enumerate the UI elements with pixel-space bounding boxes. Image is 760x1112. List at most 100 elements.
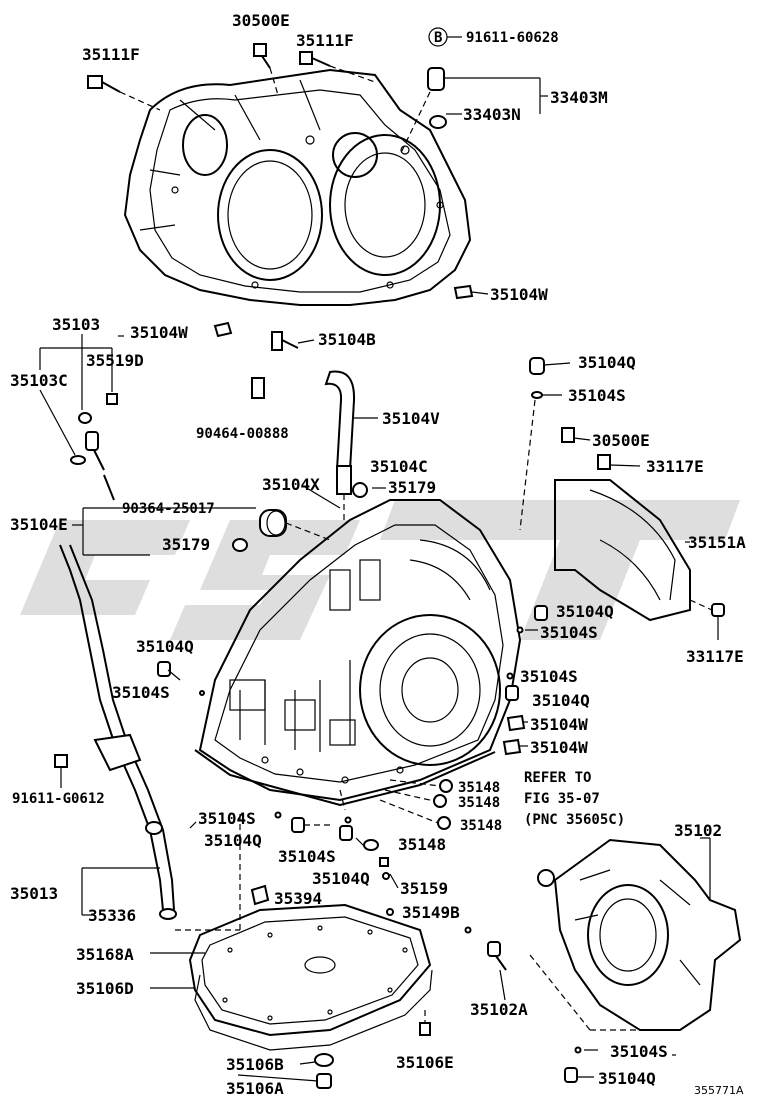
label-35104S-a: 35104S: [568, 386, 626, 405]
bolt-35111F-left: [87, 75, 161, 111]
label-35104S-d: 35104S: [520, 667, 578, 686]
label-35148-c: 35148: [460, 818, 502, 834]
label-30500E-right: 30500E: [592, 431, 650, 450]
label-33403M: 33403M: [550, 88, 608, 107]
plug-35148-d: [363, 839, 379, 851]
label-90364-25017: 90364-25017: [122, 501, 215, 517]
bolt-91611-G0612: [54, 754, 68, 768]
bolt-35102A: [487, 941, 501, 957]
transaxle-housing: [123, 68, 472, 306]
drain-plug-35106A: [316, 1073, 332, 1089]
part-35159: [379, 857, 389, 867]
label-35104Q-d: 35104Q: [532, 691, 590, 710]
label-35151A: 35151A: [688, 533, 746, 552]
fasteners-right-top: [519, 357, 641, 531]
plug-35104W-a: [453, 284, 474, 300]
label-35104Q-a: 35104Q: [578, 353, 636, 372]
label-35104Q-f: 35104Q: [312, 869, 370, 888]
filter-90364-25017: [259, 509, 331, 541]
label-33403N: 33403N: [463, 105, 521, 124]
label-35104V: 35104V: [382, 409, 440, 428]
label-35104S-e: 35104S: [198, 809, 256, 828]
label-35104Q-e: 35104Q: [204, 831, 262, 850]
dipstick-tube: [59, 544, 241, 931]
refer-note-line-3: (PNC 35605C): [524, 812, 625, 828]
label-35104B: 35104B: [318, 330, 376, 349]
label-33117E-a: 33117E: [646, 457, 704, 476]
breather-hose: [251, 331, 378, 520]
magnet-35106B: [314, 1053, 334, 1067]
refer-note-line-1: REFER TO: [524, 770, 591, 786]
label-35106E: 35106E: [396, 1053, 454, 1072]
label-35111F-right: 35111F: [296, 31, 354, 50]
label-35104S-f: 35104S: [278, 847, 336, 866]
label-35104S-c: 35104S: [112, 683, 170, 702]
label-35519D: 35519D: [86, 351, 144, 370]
figure-code: 355771A: [694, 1084, 744, 1097]
plug-35179-a: [352, 482, 368, 498]
label-35103C: 35103C: [10, 371, 68, 390]
label-35179-b: 35179: [162, 535, 210, 554]
transmission-case: [194, 499, 522, 807]
label-35104X: 35104X: [262, 475, 320, 494]
label-35104W-a: 35104W: [490, 285, 548, 304]
label-35148-d: 35148: [398, 835, 446, 854]
washer-35104S-g: [574, 1046, 582, 1054]
label-35013: 35013: [10, 884, 58, 903]
label-30500E-top: 30500E: [232, 11, 290, 30]
part-labels: 30500E 35111F 35111F B 91611-60628 33403…: [10, 11, 746, 1098]
leader-lines: [118, 335, 676, 1082]
plug-35104W-b: [213, 321, 233, 338]
plug-35148-a: [439, 779, 453, 793]
label-35104Q-g: 35104Q: [598, 1069, 656, 1088]
label-91611-60628: 91611-60628: [466, 30, 559, 46]
label-35102A: 35102A: [470, 1000, 528, 1019]
extension-housing-35102: [529, 837, 742, 1031]
label-35104Q-c: 35104Q: [136, 637, 194, 656]
label-35104W-c: 35104W: [530, 715, 588, 734]
bolt-35104Q-f: [339, 825, 353, 841]
plug-35148-b: [433, 794, 447, 808]
label-35336: 35336: [88, 906, 136, 925]
label-35111F-left: 35111F: [82, 45, 140, 64]
part-35394: [250, 884, 270, 906]
label-35106A: 35106A: [226, 1079, 284, 1098]
label-35103: 35103: [52, 315, 100, 334]
refer-note-line-2: FIG 35-07: [524, 791, 600, 807]
label-35104S-g: 35104S: [610, 1042, 668, 1061]
case-fasteners: [157, 605, 548, 756]
sensor-33403M: [399, 67, 548, 156]
label-91611-G0612: 91611-G0612: [12, 791, 105, 807]
circle-b-letter: B: [434, 30, 442, 46]
bolt-30500E-top: [253, 43, 279, 96]
label-35179-a: 35179: [388, 478, 436, 497]
label-35168A: 35168A: [76, 945, 134, 964]
label-35159: 35159: [400, 879, 448, 898]
part-35149B: [386, 908, 394, 916]
dipstick-assembly: [39, 334, 118, 501]
label-35106D: 35106D: [76, 979, 134, 998]
label-35148-b: 35148: [458, 795, 500, 811]
label-33117E-b: 33117E: [686, 647, 744, 666]
oil-pan: [188, 903, 433, 1051]
label-35104Q-b: 35104Q: [556, 602, 614, 621]
label-35106B: 35106B: [226, 1055, 284, 1074]
label-35394: 35394: [274, 889, 322, 908]
bolt-35104Q-e: [291, 817, 305, 833]
bolt-35104Q-g: [564, 1067, 578, 1083]
bolt-35111F-right: [299, 51, 376, 83]
plug-35148-c: [437, 816, 451, 830]
cover-35151A: [554, 479, 725, 640]
label-35104W-d: 35104W: [530, 738, 588, 757]
label-35104S-b: 35104S: [540, 623, 598, 642]
label-35104C: 35104C: [370, 457, 428, 476]
label-35104E: 35104E: [10, 515, 68, 534]
label-35149B: 35149B: [402, 903, 460, 922]
label-35104W-b: 35104W: [130, 323, 188, 342]
label-35148-a: 35148: [458, 780, 500, 796]
label-35102: 35102: [674, 821, 722, 840]
plug-35179-b: [232, 538, 248, 552]
bolt-35106E: [419, 1022, 431, 1036]
